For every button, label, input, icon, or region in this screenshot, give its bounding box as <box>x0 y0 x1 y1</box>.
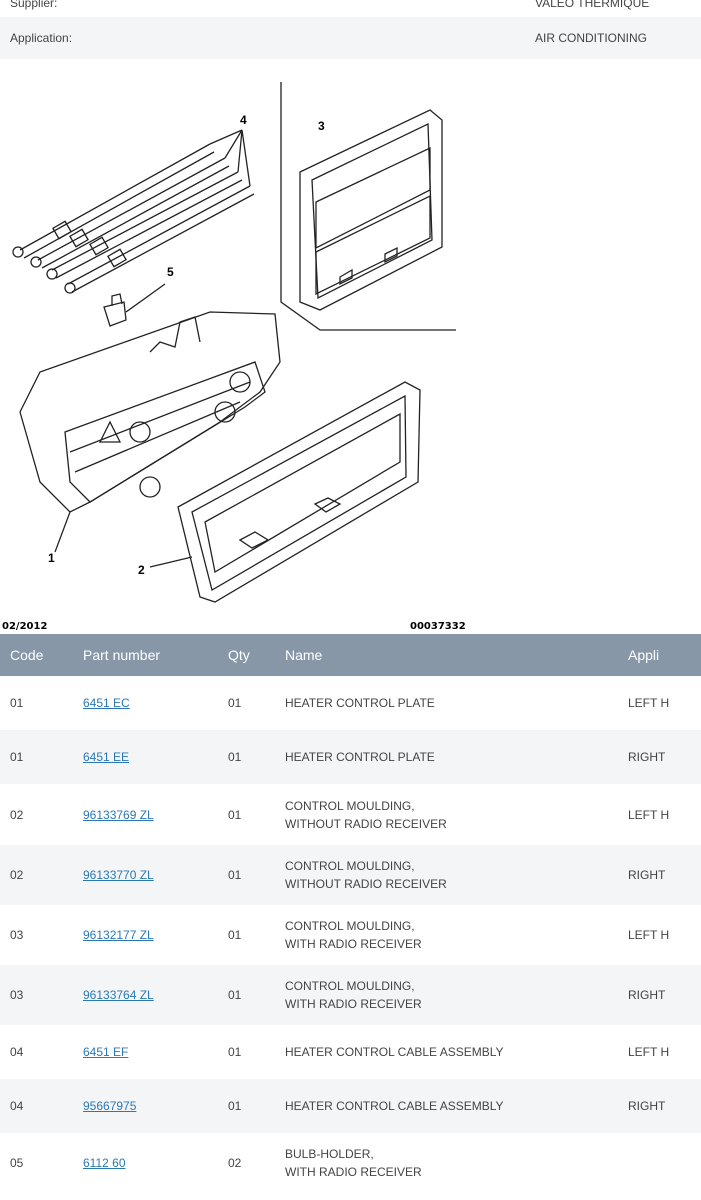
table-row: 04 95667975 01 HEATER CONTROL CABLE ASSE… <box>0 1079 701 1133</box>
cell-name: CONTROL MOULDING,WITH RADIO RECEIVER <box>285 919 422 951</box>
table-row: 01 6451 EE 01 HEATER CONTROL PLATE RIGHT <box>0 730 701 784</box>
callout-1: 1 <box>48 551 55 565</box>
cell-qty: 01 <box>228 988 242 1002</box>
cell-qty: 01 <box>228 696 242 710</box>
part-number-link[interactable]: 6451 EF <box>83 1045 129 1059</box>
cell-application: RIGHT <box>628 1099 666 1113</box>
table-row: 03 96133764 ZL 01 CONTROL MOULDING,WITH … <box>0 965 701 1025</box>
cell-qty: 01 <box>228 1099 242 1113</box>
parts-table: Code Part number Qty Name Appli 01 6451 … <box>0 634 701 1193</box>
table-row: 02 96133770 ZL 01 CONTROL MOULDING,WITHO… <box>0 845 701 905</box>
cell-name: CONTROL MOULDING,WITHOUT RADIO RECEIVER <box>285 859 447 891</box>
part-number-link[interactable]: 96133770 ZL <box>83 868 154 882</box>
cell-application <box>618 1133 701 1193</box>
application-label: Application: <box>10 31 73 45</box>
table-row: 01 6451 EC 01 HEATER CONTROL PLATE LEFT … <box>0 676 701 730</box>
table-row: 05 6112 60 02 BULB-HOLDER,WITH RADIO REC… <box>0 1133 701 1193</box>
part-number-link[interactable]: 96133764 ZL <box>83 988 154 1002</box>
cell-code: 02 <box>10 868 24 882</box>
cell-application: RIGHT <box>628 868 666 882</box>
part-number-link[interactable]: 6112 60 <box>83 1156 126 1170</box>
header-name: Name <box>285 647 323 663</box>
cell-name: CONTROL MOULDING,WITHOUT RADIO RECEIVER <box>285 798 447 831</box>
header-application: Appli <box>628 647 660 663</box>
header-qty: Qty <box>228 647 250 663</box>
cell-code: 04 <box>10 1045 24 1059</box>
cell-qty: 01 <box>228 807 242 822</box>
supplier-row: Supplier: VALEO THERMIQUE <box>0 0 701 16</box>
table-row: 02 96133769 ZL 01 CONTROL MOULDING,WITHO… <box>0 784 701 845</box>
callout-3: 3 <box>318 119 325 133</box>
cell-name: CONTROL MOULDING,WITH RADIO RECEIVER <box>285 979 422 1011</box>
cell-name: HEATER CONTROL CABLE ASSEMBLY <box>285 1045 504 1059</box>
part-number-link[interactable]: 95667975 <box>83 1099 137 1113</box>
cell-code: 01 <box>10 750 24 764</box>
header-part-number: Part number <box>83 647 161 663</box>
cell-code: 03 <box>10 988 24 1002</box>
diagram-code: 00037332 <box>410 621 466 632</box>
callout-5: 5 <box>167 265 174 279</box>
cell-qty: 01 <box>228 928 242 942</box>
callout-2: 2 <box>138 563 145 577</box>
part-number-link[interactable]: 6451 EE <box>83 750 130 764</box>
cell-application: LEFT H <box>628 696 670 710</box>
supplier-label: Supplier: <box>10 0 58 10</box>
diagram-date: 02/2012 <box>2 621 48 632</box>
table-header-row: Code Part number Qty Name Appli <box>0 634 701 676</box>
cell-code: 03 <box>10 928 24 942</box>
cell-name: HEATER CONTROL PLATE <box>285 750 435 764</box>
cell-qty: 02 <box>228 1156 242 1170</box>
cell-qty: 01 <box>228 1045 242 1059</box>
cell-qty: 01 <box>228 750 242 764</box>
cell-code: 05 <box>10 1156 24 1170</box>
cell-application: LEFT H <box>628 928 670 942</box>
cell-code: 02 <box>10 807 24 822</box>
cell-qty: 01 <box>228 868 242 882</box>
table-row: 03 96132177 ZL 01 CONTROL MOULDING,WITH … <box>0 905 701 965</box>
callout-4: 4 <box>240 113 247 127</box>
supplier-value: VALEO THERMIQUE <box>535 0 650 10</box>
cell-application: LEFT H <box>628 1045 670 1059</box>
part-number-link[interactable]: 6451 EC <box>83 696 130 710</box>
cell-name: HEATER CONTROL PLATE <box>285 696 435 710</box>
application-row: Application: AIR CONDITIONING <box>0 17 701 59</box>
cell-name: BULB-HOLDER,WITH RADIO RECEIVER <box>285 1147 422 1179</box>
header-code: Code <box>10 647 44 663</box>
cell-code: 04 <box>10 1099 24 1113</box>
cell-application: LEFT H <box>628 807 670 822</box>
part-number-link[interactable]: 96132177 ZL <box>83 928 154 942</box>
cell-application: RIGHT <box>628 750 666 764</box>
cell-name: HEATER CONTROL CABLE ASSEMBLY <box>285 1099 504 1113</box>
exploded-parts-diagram: 4 3 5 1 2 <box>12 82 456 603</box>
application-value: AIR CONDITIONING <box>535 31 648 45</box>
table-row: 04 6451 EF 01 HEATER CONTROL CABLE ASSEM… <box>0 1025 701 1079</box>
cell-code: 01 <box>10 696 24 710</box>
part-number-link[interactable]: 96133769 ZL <box>83 807 154 822</box>
cell-application: RIGHT <box>628 988 666 1002</box>
